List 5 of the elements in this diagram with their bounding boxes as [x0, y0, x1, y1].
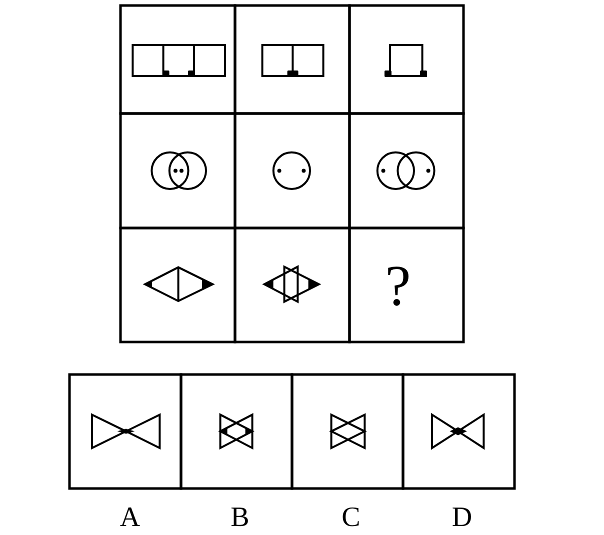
option-label: C — [342, 504, 360, 532]
option-label: D — [452, 504, 472, 532]
option-label: A — [120, 504, 140, 532]
option-label: B — [230, 504, 250, 532]
question-mark: ? — [385, 257, 411, 315]
